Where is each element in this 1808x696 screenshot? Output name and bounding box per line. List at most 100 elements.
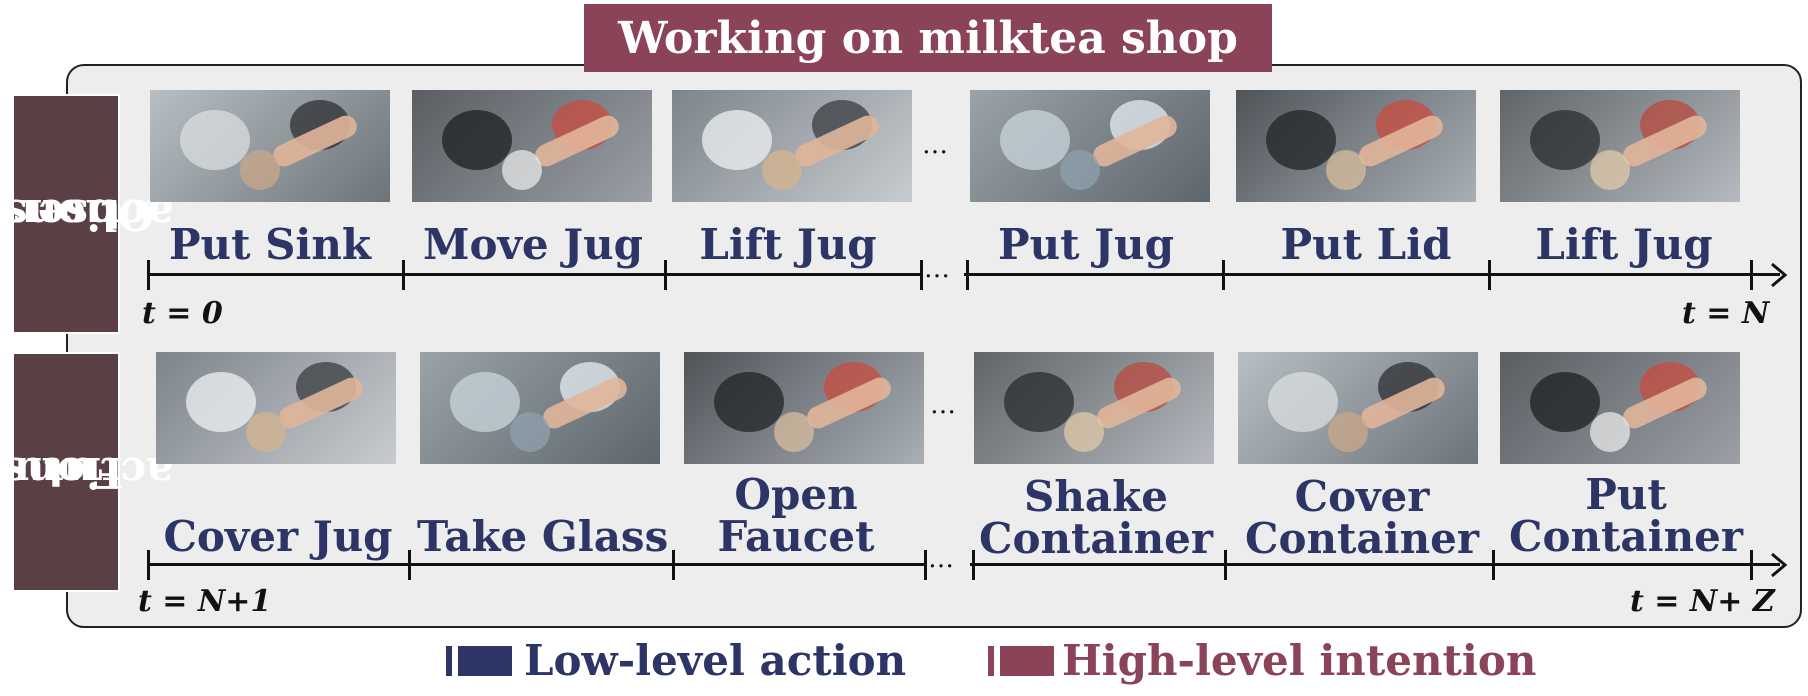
future-action-line: Open: [734, 470, 858, 519]
future-time-end: t = N+ Z: [1630, 584, 1775, 619]
future-action-label: Cover Container: [1242, 476, 1482, 560]
timeline-tick: [920, 260, 923, 290]
future-actions-label: Future actions: [0, 352, 173, 592]
future-action-line: Faucet: [717, 512, 875, 561]
frame-detail: [1060, 150, 1100, 190]
legend-low-swatch-small: [446, 646, 452, 676]
observed-timeline-ellipsis: …: [924, 254, 951, 284]
future-frame-thumbnail: [156, 352, 396, 464]
observed-action-label: Move Jug: [422, 220, 644, 269]
future-action-line: Container: [1509, 512, 1743, 561]
observed-frame-thumbnail: [1500, 90, 1740, 202]
timeline-tick: [408, 550, 411, 580]
observed-action-label: Lift Jug: [1535, 220, 1713, 269]
timeline-tick: [1224, 550, 1227, 580]
observed-action-label: Put Sink: [168, 220, 372, 269]
future-action-line: Cover Jug: [163, 512, 393, 561]
observed-timeline-left: [148, 273, 922, 276]
frame-detail: [1000, 110, 1070, 170]
future-action-line: Shake: [1024, 472, 1168, 521]
future-frame-thumbnail: [1500, 352, 1740, 464]
future-frame-thumbnail: [1238, 352, 1478, 464]
timeline-tick: [924, 550, 927, 580]
observed-time-start: t = 0: [142, 296, 223, 331]
observed-action-label: Put Lid: [1280, 220, 1452, 269]
frame-detail: [246, 412, 286, 452]
frame-detail: [1590, 412, 1630, 452]
timeline-tick: [1750, 260, 1753, 290]
future-frame-thumbnail: [684, 352, 924, 464]
timeline-tick: [672, 550, 675, 580]
observed-timeline-right: [964, 273, 1780, 276]
frame-detail: [510, 412, 550, 452]
timeline-tick: [1488, 260, 1491, 290]
future-action-label: Put Container: [1506, 474, 1746, 558]
observed-frame-thumbnail: [970, 90, 1210, 202]
timeline-tick: [664, 260, 667, 290]
future-action-line: Put: [1585, 470, 1667, 519]
frame-detail: [240, 150, 280, 190]
future-action-line: Cover: [1294, 472, 1430, 521]
future-frames-ellipsis: …: [930, 390, 957, 420]
observed-frames-ellipsis: …: [922, 130, 949, 160]
timeline-tick: [147, 260, 150, 290]
future-action-line: Take Glass: [417, 512, 669, 561]
frame-detail: [180, 110, 250, 170]
frame-detail: [714, 372, 784, 432]
future-timeline-right: [970, 563, 1780, 566]
frame-detail: [442, 110, 512, 170]
future-frame-thumbnail: [420, 352, 660, 464]
frame-detail: [1268, 372, 1338, 432]
future-action-label: Open Faucet: [676, 474, 916, 558]
timeline-tick: [402, 260, 405, 290]
legend-high-label: High-level intention: [1062, 636, 1537, 685]
timeline-tick: [1492, 550, 1495, 580]
observed-time-end: t = N: [1682, 296, 1770, 331]
future-action-line: Container: [979, 514, 1213, 563]
timeline-tick: [147, 550, 150, 580]
legend-low-swatch: [458, 646, 512, 676]
title-banner: Working on milktea shop: [584, 4, 1272, 72]
timeline-tick: [1222, 260, 1225, 290]
timeline-tick: [1750, 550, 1753, 580]
future-timeline-left: [148, 563, 924, 566]
timeline-tick: [966, 260, 969, 290]
future-timeline-arrowhead: [1771, 552, 1788, 578]
frame-detail: [1530, 110, 1600, 170]
timeline-tick: [972, 550, 975, 580]
frame-detail: [1266, 110, 1336, 170]
observed-frame-thumbnail: [150, 90, 390, 202]
future-action-line: Container: [1245, 514, 1479, 563]
frame-detail: [502, 150, 542, 190]
legend-high-swatch: [1000, 646, 1054, 676]
frame-detail: [1326, 150, 1366, 190]
future-timeline-ellipsis: …: [928, 544, 955, 574]
future-action-label: Take Glass: [417, 512, 669, 561]
future-frame-thumbnail: [974, 352, 1214, 464]
frame-detail: [1530, 372, 1600, 432]
observed-frame-thumbnail: [1236, 90, 1476, 202]
frame-detail: [774, 412, 814, 452]
future-label-line2: actions: [2, 448, 174, 497]
frame-detail: [186, 372, 256, 432]
observed-timeline-arrowhead: [1771, 262, 1788, 288]
observed-frame-thumbnail: [672, 90, 912, 202]
legend-low-label: Low-level action: [524, 636, 907, 685]
frame-detail: [762, 150, 802, 190]
frame-detail: [1328, 412, 1368, 452]
observed-actions-label: Observed actions: [0, 94, 173, 334]
frame-detail: [1590, 150, 1630, 190]
frame-detail: [702, 110, 772, 170]
legend-high-swatch-small: [988, 646, 994, 676]
title-text: Working on milktea shop: [618, 12, 1238, 64]
observed-action-label: Lift Jug: [699, 220, 877, 269]
observed-action-label: Put Jug: [998, 220, 1174, 269]
frame-detail: [1004, 372, 1074, 432]
future-time-start: t = N+1: [138, 584, 272, 619]
frame-detail: [1064, 412, 1104, 452]
future-action-label: Shake Container: [976, 476, 1216, 560]
observed-frame-thumbnail: [412, 90, 652, 202]
frame-detail: [450, 372, 520, 432]
future-action-label: Cover Jug: [158, 516, 398, 558]
